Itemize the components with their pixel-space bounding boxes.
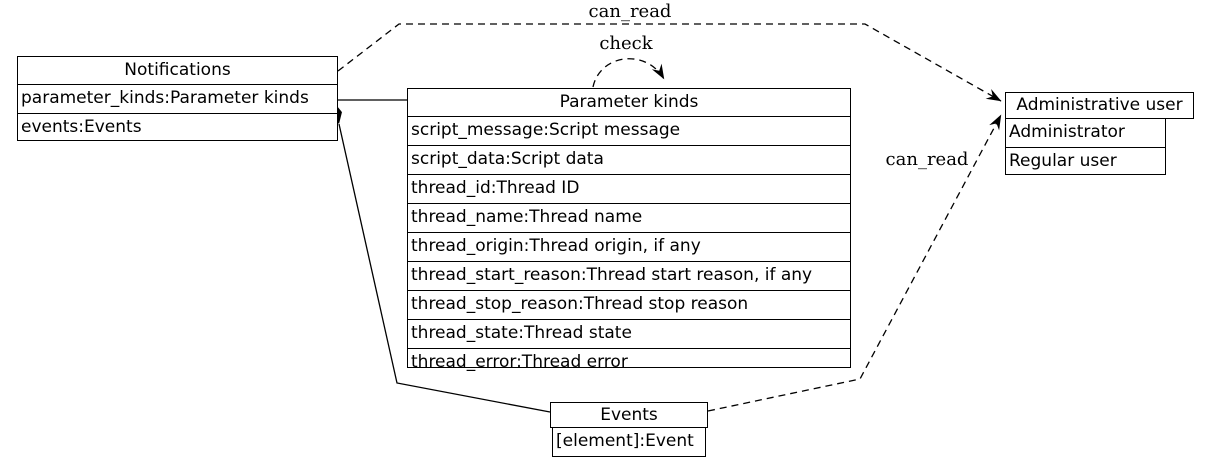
node-parameter-kinds-row-thread-error: thread_error:Thread error xyxy=(408,348,850,377)
node-parameter-kinds: Parameter kinds script_message:Script me… xyxy=(407,88,851,372)
edge-label-check: check xyxy=(599,33,653,54)
node-administrative-user-row-administrator: Administrator xyxy=(1009,122,1125,142)
node-events-row-element: [element]:Event xyxy=(552,427,706,457)
node-parameter-kinds-row-thread-state: thread_state:Thread state xyxy=(408,319,850,348)
node-parameter-kinds-title: Parameter kinds xyxy=(559,92,699,112)
node-administrative-user-title: Administrative user xyxy=(1005,92,1194,119)
node-administrative-user-rows: Administrator Regular user xyxy=(1005,118,1166,175)
edge-can-read-notifications-to-admin xyxy=(337,23,1002,102)
node-notifications-title: Notifications xyxy=(124,60,231,80)
node-parameter-kinds-row-script-data: script_data:Script data xyxy=(408,145,850,174)
node-notifications: Notifications parameter_kinds:Parameter … xyxy=(17,56,338,141)
node-notifications-row-events: events:Events xyxy=(18,113,337,142)
node-parameter-kinds-row-thread-name: thread_name:Thread name xyxy=(408,203,850,232)
node-parameter-kinds-row-thread-id: thread_id:Thread ID xyxy=(408,174,850,203)
edge-composition-events xyxy=(331,102,551,413)
node-parameter-kinds-row-thread-start-reason: thread_start_reason:Thread start reason,… xyxy=(408,261,850,290)
edge-check-self-loop xyxy=(592,58,665,88)
node-events-title: Events xyxy=(550,402,708,428)
edge-label-can-read-bottom: can_read xyxy=(885,149,969,170)
edge-can-read-events-to-admin xyxy=(707,114,1002,412)
edge-label-can-read-top: can_read xyxy=(588,1,672,22)
node-administrative-user-row-regular-user: Regular user xyxy=(1006,147,1165,175)
node-parameter-kinds-row-thread-stop-reason: thread_stop_reason:Thread stop reason xyxy=(408,290,850,319)
node-notifications-row-parameter-kinds: parameter_kinds:Parameter kinds xyxy=(18,84,337,113)
node-parameter-kinds-row-thread-origin: thread_origin:Thread origin, if any xyxy=(408,232,850,261)
node-parameter-kinds-row-script-message: script_message:Script message xyxy=(408,116,850,145)
